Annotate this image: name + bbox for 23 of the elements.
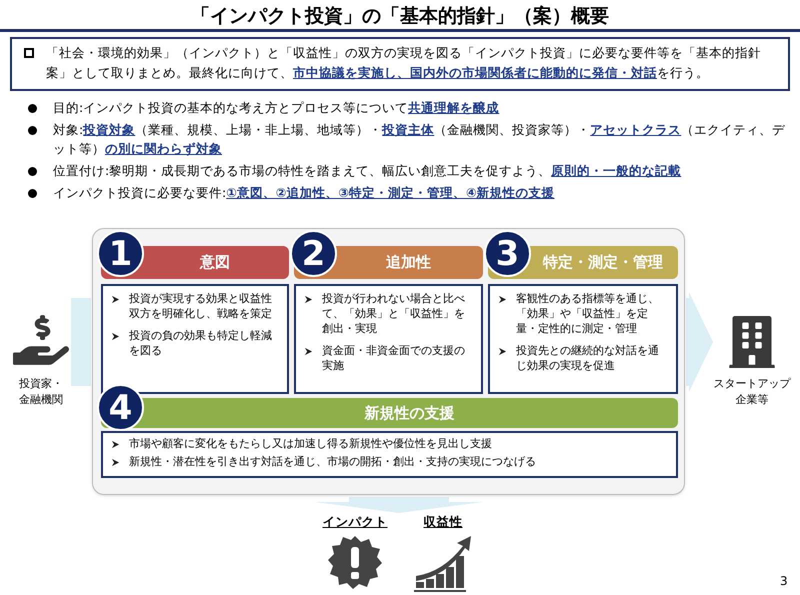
icon-caption: インパクト <box>322 514 388 530</box>
bullet-text: 投資が実現する効果と収益性双方を明確化し、戦略を策定 <box>129 291 273 321</box>
flow-arrow <box>686 292 713 392</box>
bullet-text: 投資の負の効果も特定し軽減を図る <box>129 328 273 358</box>
bullet-text: 投資先との継続的な対話を通じ効果の実現を促進 <box>516 343 660 373</box>
icon-caption: 収益性 <box>424 514 462 530</box>
bullet-text: 投資が行われない場合と比べて、「効果」と「収益性」を創出・実現 <box>322 291 466 336</box>
page-number: 3 <box>780 573 788 590</box>
bullet-text: 客観性のある指標等を通じ、「効果」や「収益性」を定量・定性的に測定・管理 <box>516 291 660 336</box>
intro-text: 「社会・環境的効果」（インパクト）と「収益性」の双方の実現を図る「インパクト投資」に必要な要件等を「基本的指針案」として取りまとめ。最終化に向けて、市中協議を実施し、国内外の市場関係者に能動的に発信・対話を行う。 <box>46 44 762 82</box>
actor-label: スタートアップ企業等 <box>712 376 792 408</box>
bullet-text: 市場や顧客に変化をもたらし又は加速し得る新規性や優位性を見出し支援 <box>129 436 492 451</box>
requirements-panel <box>92 228 685 495</box>
bullet-text: 資金面・非資金面での支援の実施 <box>322 343 466 373</box>
bullet-text: 新規性・潜在性を引き出す対話を通じ、市場の開拓・創出・支持の実現につなげる <box>129 454 536 469</box>
bullet-text: インパクト投資に必要な要件:①意図、②追加性、③特定・測定・管理、④新規性の支援 <box>53 184 555 202</box>
page-title: 「インパクト投資」の「基本的指針」（案）概要 <box>191 4 609 28</box>
flow-arrow <box>315 497 483 513</box>
bullet-text: 目的:インパクト投資の基本的な考え方とプロセス等について共通理解を醸成 <box>53 99 500 117</box>
bullet-text: 位置付け:黎明期・成長期である市場の特性を踏まえて、幅広い創意工夫を促すよう、原則的・一般的な記載 <box>53 162 682 180</box>
summary-box <box>10 37 790 91</box>
bullet-text: 対象:投資対象（業種、規模、上場・非上場、地域等）・投資主体（金融機関、投資家等）・アセットクラス（エクイティ、デット等）の別に関わらず対象 <box>53 121 786 158</box>
actor-label: 投資家・金融機関 <box>18 376 64 408</box>
